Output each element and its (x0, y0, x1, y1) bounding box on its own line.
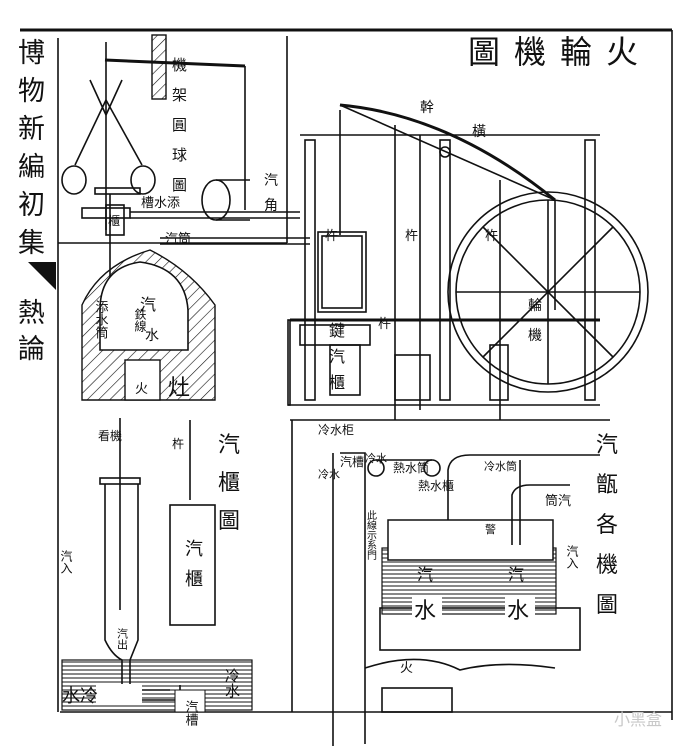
section-char: 論 (18, 334, 45, 365)
water-label: 水 (414, 599, 436, 624)
rod-label: 杵 (485, 229, 498, 244)
beam-label: 幹 (420, 99, 434, 116)
cold-water-label: 冷水 (318, 468, 340, 481)
cylinder-diagram-title-char: 櫃 (218, 471, 240, 496)
tank-label: 櫃 (108, 214, 120, 228)
hot-water-pipe-label: 熱水筒 (393, 460, 429, 475)
water-label: 水 (507, 599, 529, 624)
cylinder-diagram: 汽 櫃 圖 看機 杵 汽入 汽 櫃 汽出 冷水 冷水 汽槽 (59, 418, 253, 727)
boiler-diagram-title-char: 甑 (596, 473, 618, 498)
cold-water-label: 冷水 (365, 452, 387, 465)
feed-pipe-label: 添水筒 (93, 300, 109, 339)
valve-label: 看機 (98, 428, 122, 443)
steam-pipe-label: 筒汽 (545, 493, 571, 509)
cylinder-diagram-title-char: 圖 (218, 509, 240, 534)
boiler: 添水筒 櫃 鉄線 汽 水 火 灶 (81, 187, 216, 401)
water-label: 水 (145, 328, 159, 344)
book-title-char: 集 (18, 228, 45, 259)
condenser-label: 汽槽 (183, 700, 199, 727)
cylinder-diagram-title-char: 汽 (218, 433, 240, 458)
iron-wire-label: 鉄線 (133, 307, 147, 332)
governor-title-char: 圖 (172, 176, 187, 194)
wheel-gear-label: 機 (528, 328, 542, 344)
cold-water-label: 冷水 (223, 668, 241, 698)
book-title-column: 博 物 新 編 初 集 熱 論 (18, 38, 56, 365)
cold-water-label: 冷水 (62, 686, 98, 707)
steam-label: 汽 (417, 565, 433, 584)
governor-title-char: 機 (172, 56, 187, 74)
section-marker-icon (28, 262, 56, 290)
steam-out-label: 汽出 (116, 627, 129, 650)
fire-label: 火 (400, 661, 413, 676)
rod-label: 杵 (325, 229, 338, 244)
steam-in-label: 汽入 (565, 544, 579, 569)
feed-tank-label: 添水槽 (141, 196, 180, 211)
steam-label: 汽 (140, 295, 156, 314)
steam-pipe-label: 汽 (264, 173, 278, 189)
steam-pipe-label: 角 (264, 198, 278, 214)
book-title-char: 物 (18, 76, 45, 107)
governor-title-char: 圓 (172, 116, 187, 134)
furnace-label: 灶 (168, 376, 190, 401)
boiler-diagram-title-char: 各 (596, 513, 618, 538)
governor-title-char: 架 (172, 86, 187, 104)
cylinder-label: 汽 (185, 539, 203, 560)
cold-water-pipe-label: 冷水筒 (484, 459, 517, 473)
rod-label: 杵 (172, 436, 184, 451)
book-title-char: 編 (18, 152, 45, 183)
boiler-diagram-title-char: 圖 (596, 593, 618, 618)
beam-label: 橫 (472, 124, 486, 140)
section-char: 熱 (18, 298, 45, 329)
hot-water-tank-label: 熱水櫃 (418, 479, 454, 493)
main-title: 火輪機圖 (468, 33, 653, 71)
boiler-diagram-title-char: 機 (596, 553, 618, 578)
watermark: 小黑盒 (613, 710, 662, 729)
book-title-char: 博 (18, 38, 45, 69)
fire-label: 火 (135, 382, 148, 397)
governor-title-char: 球 (172, 146, 187, 164)
governor-inset: 機 架 圓 球 圖 汽 角 (58, 34, 288, 244)
boiler-diagram-title-char: 汽 (596, 433, 618, 458)
steam-label: 汽 (508, 565, 524, 584)
book-title-char: 新 (18, 114, 45, 145)
condenser-label: 汽槽 (340, 454, 364, 469)
page-frame (20, 28, 673, 720)
cylinder-label: 櫃 (185, 569, 203, 590)
book-title-char: 初 (18, 190, 45, 221)
rod-label: 杵 (378, 317, 391, 332)
cold-water-tank-label: 冷水柜 (318, 423, 354, 437)
note-label: 此線示系門 (365, 509, 377, 561)
boiler-diagram: 汽 甑 各 機 圖 筒汽 汽 汽 水 水 火 汽入 警 此線示系門 (332, 433, 618, 746)
cylinder-label: 鍵汽櫃 (326, 322, 345, 400)
rod-label: 杵 (405, 229, 418, 244)
steam-in-label: 汽入 (59, 549, 73, 574)
beam-engine: 幹 橫 杵 杵 杵 杵 輪 機 汽筒 冷水柜 汽槽 冷水 冷水 熱水筒 熱水櫃 … (130, 99, 649, 493)
alarm-label: 警 (485, 522, 496, 536)
wheel-gear-label: 輪 (528, 297, 542, 314)
steam-pipe-label: 汽筒 (165, 231, 191, 247)
